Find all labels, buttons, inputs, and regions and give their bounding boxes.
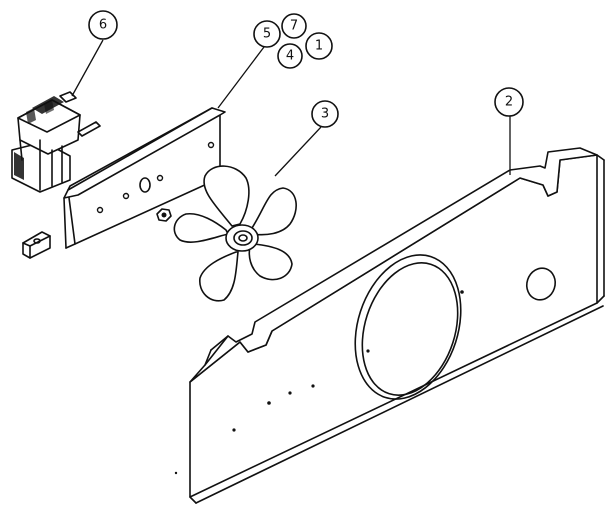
callout-2-label: 2 — [505, 95, 513, 110]
clip-part — [22, 231, 51, 259]
callout-2: 2 — [494, 87, 524, 117]
hex-nut-part — [156, 208, 172, 222]
callout-3: 3 — [311, 100, 339, 128]
callout-6-label: 6 — [99, 18, 107, 33]
callout-6: 6 — [88, 10, 118, 40]
callout-1: 1 — [305, 32, 333, 60]
fan-motor-part — [11, 91, 101, 193]
fan-blade-part — [173, 165, 297, 302]
motor-bracket-part — [63, 107, 226, 249]
back-panel-part — [189, 147, 605, 504]
callout-3-label: 3 — [321, 107, 329, 122]
leader-lines — [71, 39, 511, 177]
callout-7: 7 — [281, 13, 307, 39]
speck-mark — [174, 471, 178, 475]
callout-4-label: 4 — [286, 49, 294, 64]
callout-4: 4 — [277, 43, 303, 69]
callout-5-label: 5 — [263, 27, 271, 42]
callout-5: 5 — [253, 20, 281, 48]
callout-1-label: 1 — [315, 39, 323, 54]
callout-7-label: 7 — [290, 19, 298, 34]
